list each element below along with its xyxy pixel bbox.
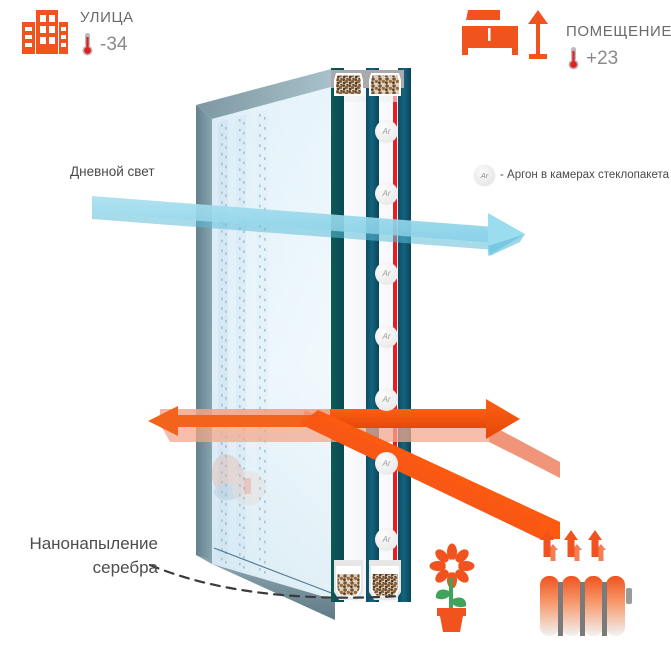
radiator-heat-arrows xyxy=(540,530,606,561)
argon-key-icon: Ar xyxy=(474,165,495,186)
argon-chamber-1 xyxy=(344,86,366,602)
nano-silver-label: Нанонапыление серебра xyxy=(29,534,158,577)
flower-pot-rim xyxy=(437,608,466,616)
nano-silver-pointer-dashed xyxy=(148,563,402,599)
frame-top-bevel xyxy=(196,68,335,119)
thermometer-icon xyxy=(566,46,581,71)
spacer-bar-top-2 xyxy=(366,70,404,96)
spacer-shadow-2 xyxy=(379,96,398,102)
building-icon xyxy=(20,8,70,56)
daylight-label: Дневной свет xyxy=(70,164,155,179)
outside-title: УЛИЦА xyxy=(80,9,134,26)
argon-bubble-6: Ar xyxy=(375,452,398,475)
argon-legend-label: - Аргон в камерах стеклопакета xyxy=(500,169,670,181)
glass-reflection xyxy=(211,454,266,505)
outside-conditions-block: УЛИЦА -34 xyxy=(20,8,134,57)
flower-pot-icon xyxy=(429,543,475,632)
argon-bubble-3: Ar xyxy=(375,262,398,285)
frame-bottom-bevel xyxy=(196,555,335,620)
glass-inner-edge-line xyxy=(213,547,335,595)
inside-temperature: +23 xyxy=(586,47,619,69)
heat-deflected-band xyxy=(300,410,560,539)
inside-conditions-block: ПОМЕЩЕНИЕ +23 xyxy=(460,6,671,71)
glass-panel-perspective xyxy=(196,68,335,620)
spacer-bar-top-1 xyxy=(331,70,366,96)
thermometer-icon xyxy=(80,32,95,57)
spacer-bar-bottom-1 xyxy=(334,560,363,600)
glass-face-sheen xyxy=(212,86,335,600)
argon-bubble-4: Ar xyxy=(375,325,398,348)
radiator-fins xyxy=(540,576,632,636)
flower-stem xyxy=(449,578,453,612)
argon-bubble-1: Ar xyxy=(375,120,398,143)
outside-temperature: -34 xyxy=(100,33,128,55)
frame-left-edge xyxy=(196,105,212,564)
heat-flow-arrow-right xyxy=(330,399,520,439)
glass-pane-outer xyxy=(331,68,344,602)
radiator-icon xyxy=(540,530,632,636)
daylight-ray-arrow xyxy=(92,196,525,256)
inside-title: ПОМЕЩЕНИЕ xyxy=(566,23,671,40)
spacer-shadow-1 xyxy=(344,96,366,102)
flower-pot-body xyxy=(440,616,463,632)
argon-bubble-7: Ar xyxy=(375,528,398,551)
argon-bubble-5: Ar xyxy=(375,388,398,411)
glass-pane-inner xyxy=(398,68,411,602)
glass-pane-stack xyxy=(331,68,411,602)
argon-bubble-2: Ar xyxy=(375,182,398,205)
sofa-lamp-icon xyxy=(460,6,558,64)
spacer-bar-bottom-2 xyxy=(369,560,401,600)
